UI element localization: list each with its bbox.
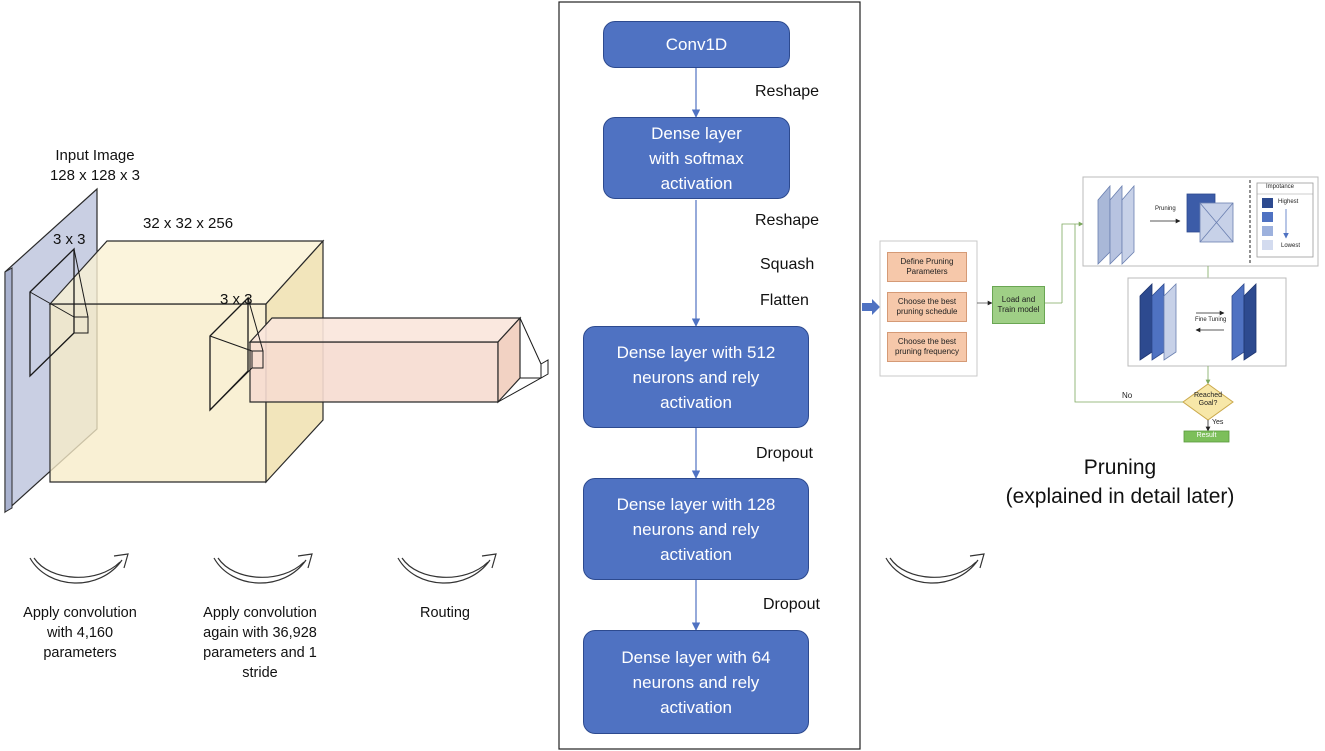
param-define: Define Pruning Parameters <box>887 252 967 282</box>
yes-label: Yes <box>1212 419 1224 426</box>
conv-volume <box>48 239 325 484</box>
decision-label: Reached Goal? <box>1188 392 1228 408</box>
kernel-2-label: 3 x 3 <box>220 291 253 308</box>
step-caption-2: Apply convolution again with 36,928 para… <box>190 603 330 683</box>
pruning-title-line1: Pruning <box>1083 456 1157 479</box>
dense-softmax-line2: with softmax <box>649 148 744 168</box>
dense512-line3: activation <box>660 392 732 412</box>
dense64-line3: activation <box>660 697 732 717</box>
dense64-line1: Dense layer with 64 <box>621 647 771 667</box>
load-train-line2: Train model <box>997 305 1040 314</box>
dense-softmax-box: Dense layer with softmax activation <box>603 117 790 199</box>
decision-line1: Reached <box>1193 392 1223 399</box>
pruning-title-line2: (explained in detail later) <box>1005 485 1235 508</box>
importance-lowest: Lowest <box>1281 243 1301 249</box>
curve-arrow-3 <box>397 553 497 584</box>
pruning-title: Pruning (explained in detail later) <box>990 453 1250 511</box>
network-frame <box>558 1 861 750</box>
dense128-line1: Dense layer with 128 <box>616 494 776 514</box>
dense-softmax-line3: activation <box>660 173 733 193</box>
input-image-label: Input Image 128 x 128 x 3 <box>40 146 150 186</box>
output-funnel <box>497 317 549 403</box>
pruning-entry-arrow <box>862 299 880 315</box>
dense512-line1: Dense layer with 512 <box>616 342 776 362</box>
step-caption-1: Apply convolution with 4,160 parameters <box>10 603 150 663</box>
param-schedule-line1: Choose the best <box>897 297 957 306</box>
param-define-line2: Parameters <box>906 267 948 276</box>
dense-64-box: Dense layer with 64 neurons and rely act… <box>583 630 809 734</box>
conv1d-box: Conv1D <box>603 21 790 68</box>
decision-line2: Goal? <box>1198 400 1218 407</box>
curve-arrow-1 <box>29 553 129 584</box>
param-schedule-line2: pruning schedule <box>896 307 958 316</box>
curve-arrow-2 <box>213 553 313 584</box>
param-frequency-line2: pruning frequency <box>894 347 960 356</box>
param-frequency: Choose the best pruning frequency <box>887 332 967 362</box>
step2-line4: stride <box>242 665 278 681</box>
dense-128-box: Dense layer with 128 neurons and rely ac… <box>583 478 809 580</box>
dense128-line3: activation <box>660 544 732 564</box>
step2-line3: parameters and 1 <box>203 645 317 661</box>
load-train-box: Load and Train model <box>992 286 1045 324</box>
curved-arrows <box>29 553 985 584</box>
conv1d-label: Conv1D <box>665 35 728 54</box>
param-frequency-line1: Choose the best <box>897 337 957 346</box>
kernel-1 <box>29 247 89 378</box>
fine-tuning-label: Fine Tuning <box>1195 317 1227 323</box>
step1-line1: Apply convolution <box>23 605 137 621</box>
result-label: Result <box>1196 432 1217 439</box>
kernel-1-label: 3 x 3 <box>53 231 86 248</box>
dense-512-box: Dense layer with 512 neurons and rely ac… <box>583 326 809 428</box>
importance-title: Impotance <box>1266 184 1295 190</box>
squash-label: Squash <box>760 256 815 273</box>
dropout-label-1: Dropout <box>756 445 813 462</box>
dropout-label-2: Dropout <box>763 596 820 613</box>
flatten-label: Flatten <box>760 292 809 309</box>
routed-volume <box>248 316 522 404</box>
load-train-line1: Load and <box>1001 295 1036 304</box>
importance-highest: Highest <box>1278 199 1299 205</box>
param-schedule: Choose the best pruning schedule <box>887 292 967 322</box>
input-image-title: Input Image <box>55 147 135 164</box>
curve-arrow-4 <box>885 553 985 584</box>
step2-line1: Apply convolution <box>203 605 317 621</box>
step1-line3: parameters <box>43 645 117 661</box>
kernel-2 <box>209 296 264 412</box>
input-image-dims: 128 x 128 x 3 <box>49 167 141 184</box>
dense512-line2: neurons and rely <box>632 367 760 387</box>
param-define-line1: Define Pruning <box>900 257 954 266</box>
no-label: No <box>1122 391 1133 400</box>
step2-line2: again with 36,928 <box>203 625 317 641</box>
volume-dims-label: 32 x 32 x 256 <box>143 215 234 232</box>
dense64-line2: neurons and rely <box>632 672 760 692</box>
dense128-line2: neurons and rely <box>632 519 760 539</box>
step-caption-3: Routing <box>420 605 470 621</box>
pruning-step-label: Pruning <box>1155 206 1176 212</box>
step1-line2: with 4,160 <box>46 625 114 641</box>
reshape-label-1: Reshape <box>755 83 820 100</box>
reshape-label-2: Reshape <box>755 212 820 229</box>
dense-softmax-line1: Dense layer <box>651 123 742 143</box>
